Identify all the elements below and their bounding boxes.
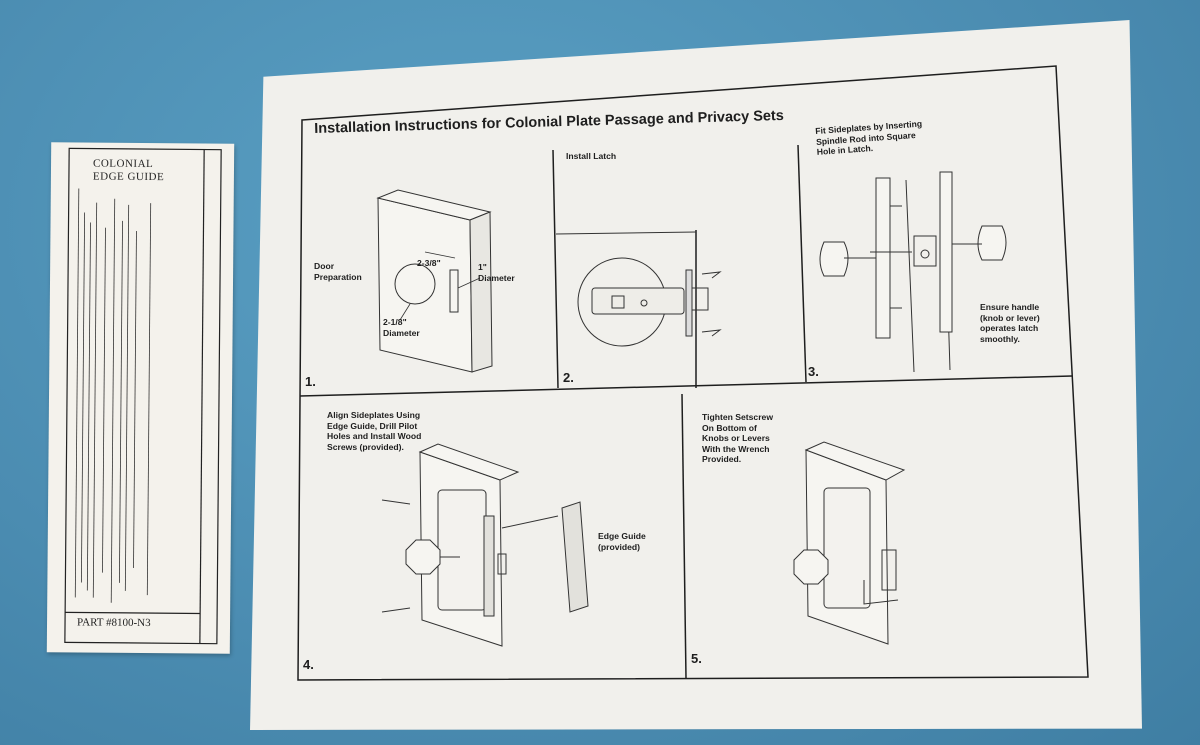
edge-guide-part-number: PART #8100-N3 <box>76 616 151 630</box>
step3-sideplate-drawing <box>819 171 1007 373</box>
edge-guide-title-line2: EDGE GUIDE <box>92 170 165 184</box>
sheet-frame <box>297 65 1089 681</box>
step2-number: 2. <box>563 370 574 385</box>
step5-tighten-drawing <box>793 441 906 645</box>
step4-label: Align Sideplates Using Edge Guide, Drill… <box>327 410 422 452</box>
step1-dim-edge-hole: 1" Diameter <box>478 262 515 283</box>
step1-dim-bore: 2-1/8" Diameter <box>383 317 420 338</box>
step5-number: 5. <box>691 651 702 666</box>
step1-number: 1. <box>305 374 316 389</box>
edge-guide-title: COLONIAL EDGE GUIDE <box>93 158 203 185</box>
edge-guide-lines <box>64 147 222 645</box>
step4-install-drawing <box>381 443 589 647</box>
step5-label: Tighten Setscrew On Bottom of Knobs or L… <box>702 412 773 464</box>
edge-guide-card: COLONIAL EDGE GUIDE PART #8100-N3 <box>46 142 235 654</box>
step1-dim-backset: 2-3/8" <box>417 258 441 268</box>
edge-guide-title-line1: COLONIAL <box>92 157 154 171</box>
step3-note: Ensure handle (knob or lever) operates l… <box>980 302 1040 344</box>
step1-label: Door Preparation <box>314 261 362 282</box>
instruction-sheet-drawing <box>297 65 1089 681</box>
step3-number: 3. <box>808 364 819 379</box>
step2-latch-drawing <box>555 231 722 347</box>
step4-edge-guide-label: Edge Guide (provided) <box>598 531 646 552</box>
step2-label: Install Latch <box>566 151 617 161</box>
step1-door-drawing <box>376 189 493 373</box>
step4-number: 4. <box>303 657 314 672</box>
